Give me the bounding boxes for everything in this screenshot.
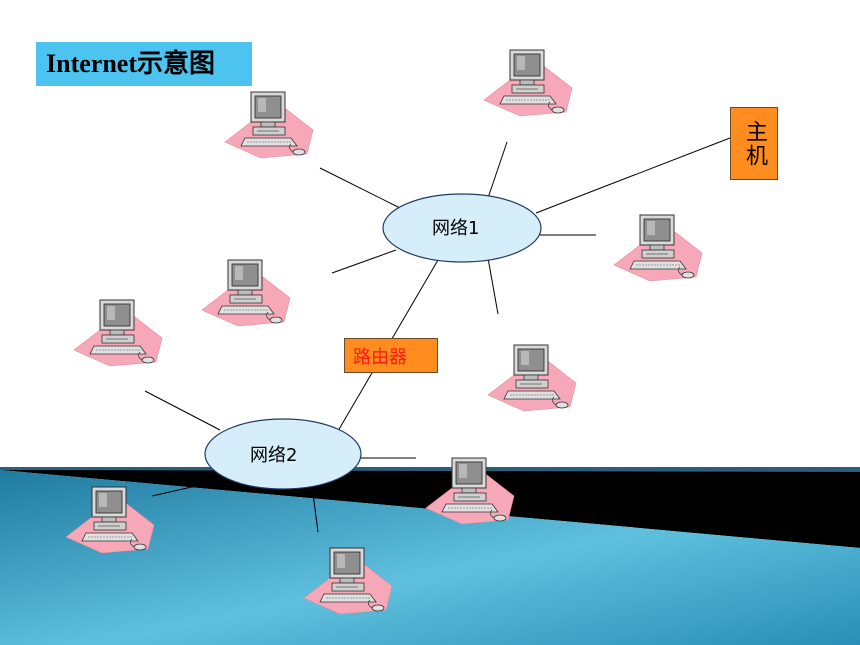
network-2-label: 网络2 (250, 445, 297, 466)
link-line (331, 249, 397, 274)
desktop-computer-icon (483, 49, 573, 117)
desktop-computer-icon (613, 214, 703, 282)
link-line (487, 257, 499, 315)
host-label-box: 主机 (730, 107, 778, 180)
link-line (311, 485, 319, 533)
network-2: 网络2 (204, 418, 362, 490)
desktop-computer-icon (201, 259, 291, 327)
desktop-computer-icon (73, 299, 163, 367)
router-label-box: 路由器 (344, 338, 438, 373)
link-line (535, 137, 731, 214)
desktop-computer-icon (224, 91, 314, 159)
connection-lines (144, 137, 731, 533)
network-1-label: 网络1 (432, 218, 479, 239)
decorative-banner (0, 467, 860, 645)
link-line (151, 475, 241, 497)
diagram-title: Internet示意图 (36, 42, 252, 86)
desktop-computer-icon (487, 344, 577, 412)
link-line (487, 141, 508, 199)
network-1: 网络1 (382, 193, 542, 263)
link-line (144, 390, 221, 431)
link-line (319, 167, 401, 209)
